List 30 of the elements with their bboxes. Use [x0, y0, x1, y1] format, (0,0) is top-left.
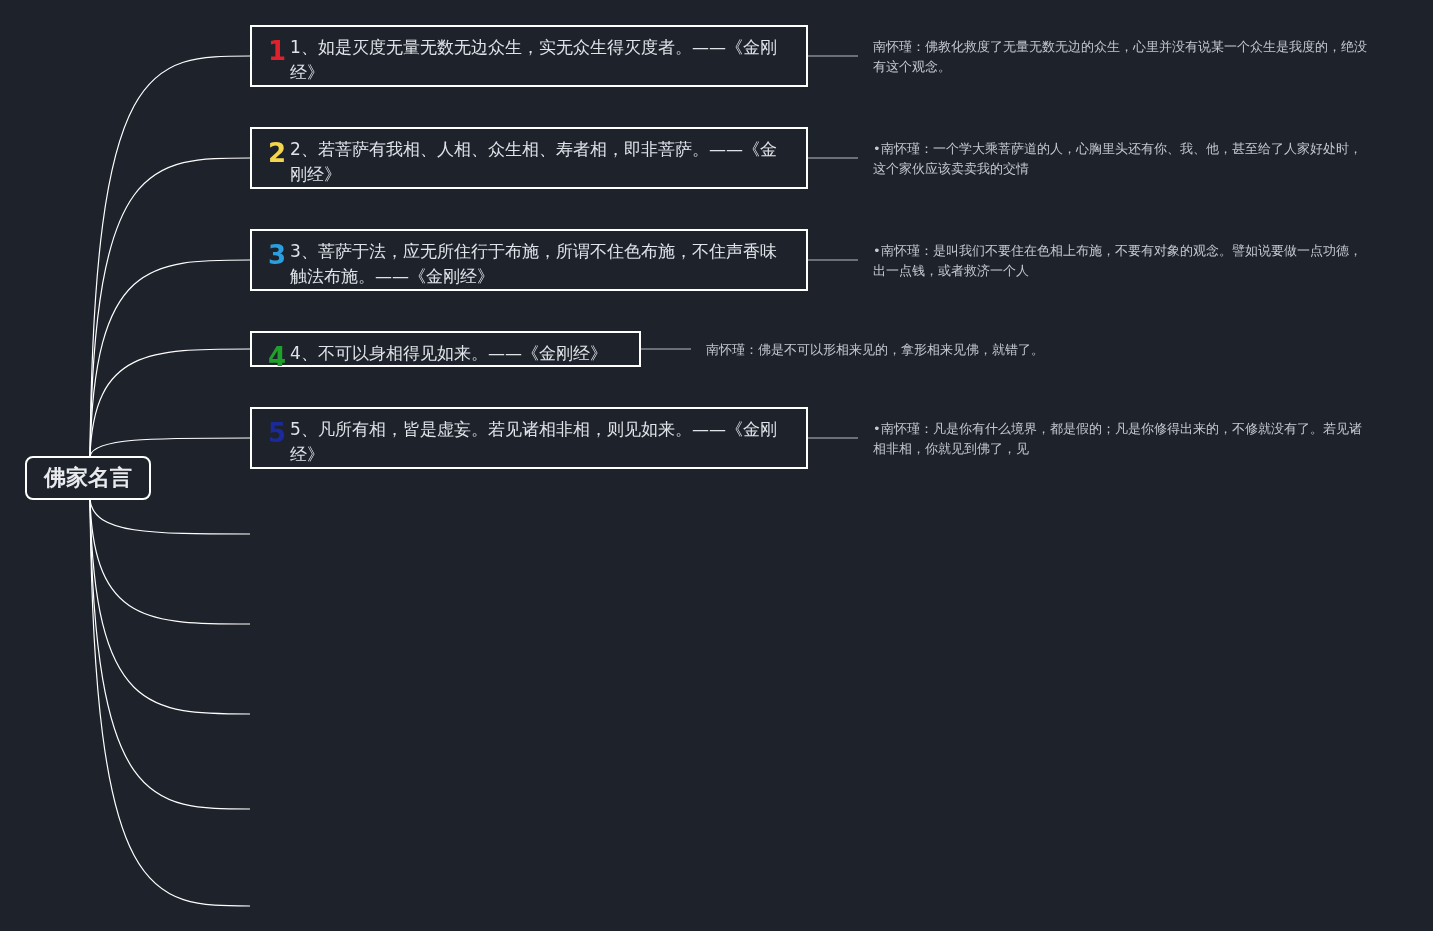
- connector-line: [89, 437, 251, 457]
- root-topic-box: [25, 456, 151, 500]
- number-marker: 1: [268, 35, 287, 68]
- number-marker: 2: [268, 137, 287, 170]
- quote-box: [250, 331, 641, 367]
- quote-box: [250, 127, 808, 189]
- note-text: 南怀瑾：佛教化救度了无量无数无边的众生，心里并没有说某一个众生是我度的，绝没有这个观念。: [873, 38, 1368, 76]
- number-marker: 5: [268, 417, 287, 450]
- connector-line: [89, 348, 251, 457]
- connector-line: [640, 348, 692, 350]
- note-text: •南怀瑾：一个学大乘菩萨道的人，心胸里头还有你、我、他，甚至给了人家好处时，这个家伙应该卖卖我的交情: [873, 140, 1363, 178]
- connector-line: [89, 499, 251, 907]
- topic-title: 佛家名言: [44, 464, 132, 492]
- note-text: •南怀瑾：凡是你有什么境界，都是假的；凡是你修得出来的，不修就没有了。若见诸相非相，你就见到佛了，见: [873, 420, 1363, 458]
- connector-line: [807, 437, 859, 439]
- note-text: •南怀瑾：是叫我们不要住在色相上布施，不要有对象的观念。譬如说要做一点功德，出一点钱，或者救济一个人: [873, 242, 1363, 280]
- connector-line: [807, 157, 859, 159]
- quote-text: 3、菩萨于法，应无所住行于布施，所谓不住色布施，不住声香味触法布施。——《金刚经》: [290, 240, 778, 288]
- quote-text: 4、不可以身相得见如来。——《金刚经》: [290, 342, 607, 365]
- connector-line: [807, 55, 859, 57]
- number-marker: 3: [268, 239, 287, 272]
- quote-text: 5、凡所有相，皆是虚妄。若见诸相非相，则见如来。——《金刚经》: [290, 418, 778, 466]
- quote-box: [250, 25, 808, 87]
- connector-line: [807, 259, 859, 261]
- number-marker: 4: [268, 341, 287, 374]
- quote-text: 2、若菩萨有我相、人相、众生相、寿者相，即非菩萨。——《金刚经》: [290, 138, 778, 186]
- note-text: 南怀瑾：佛是不可以形相来见的，拿形相来见佛，就错了。: [706, 341, 1045, 359]
- quote-box: [250, 229, 808, 291]
- quote-text: 1、如是灭度无量无数无边众生，实无众生得灭度者。——《金刚经》: [290, 36, 778, 84]
- quote-box: [250, 407, 808, 469]
